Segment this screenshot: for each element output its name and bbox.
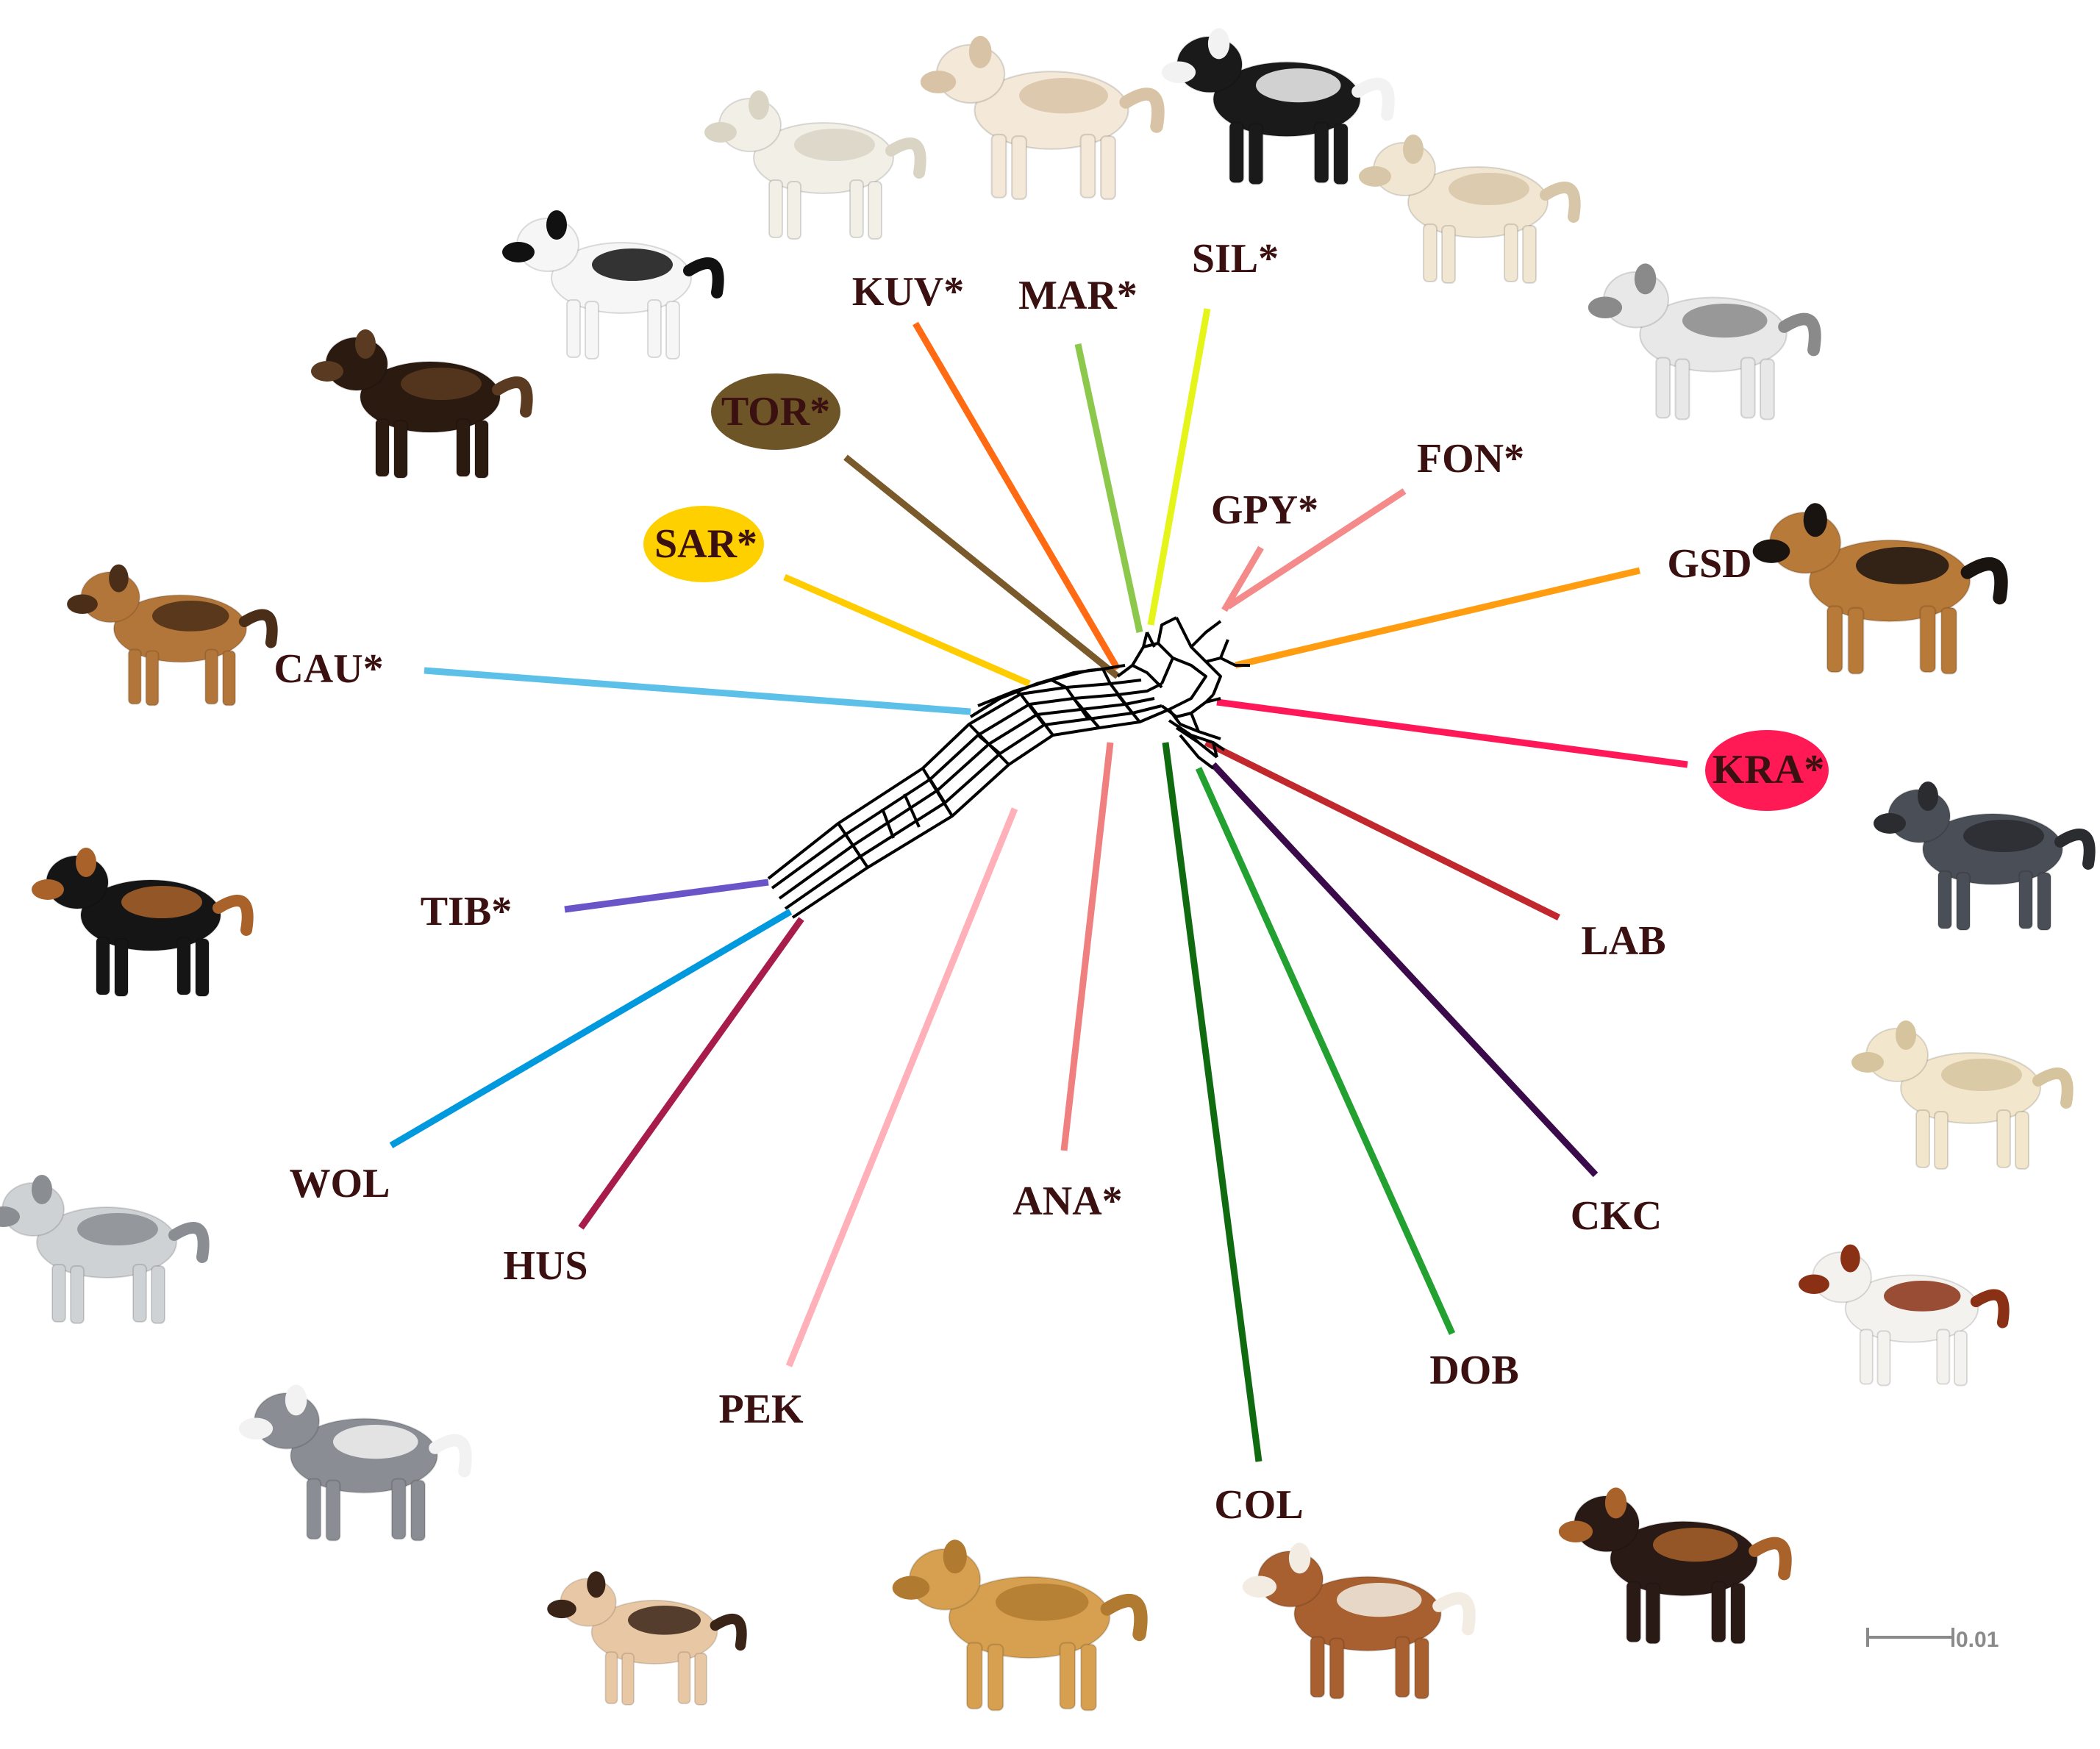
terminal-branches — [389, 308, 1688, 1462]
label-kuv: KUV* — [852, 269, 964, 315]
branch-sar — [783, 573, 1031, 687]
wolf-icon — [0, 1175, 210, 1324]
maremma-dog-icon — [920, 35, 1165, 201]
branch-tor — [843, 454, 1120, 679]
label-sil: SIL* — [1192, 236, 1279, 282]
branch-gpy — [1221, 546, 1264, 612]
rough-collie-icon — [1242, 1542, 1476, 1700]
fonni-sketch-dog-icon — [1588, 263, 1821, 421]
branch-pek — [785, 807, 1018, 1367]
label-cau: CAU* — [274, 646, 383, 692]
labrador-icon — [1851, 1020, 2074, 1170]
label-tor: TOR* — [721, 389, 830, 434]
label-ckc: CKC — [1571, 1193, 1662, 1239]
label-ana: ANA* — [1013, 1178, 1122, 1224]
label-highlight-tor — [711, 373, 840, 450]
label-kra: KRA* — [1713, 747, 1824, 793]
branch-gsd — [1234, 567, 1641, 669]
caucasian-shepherd-icon — [67, 564, 278, 707]
branch-mar — [1074, 343, 1143, 633]
split-network-core — [767, 616, 1250, 919]
tibetan-mastiff-icon — [32, 848, 254, 997]
branch-hus — [578, 917, 804, 1230]
sheepdog-black-white-icon — [1161, 28, 1395, 185]
breed-photos — [0, 28, 2096, 1712]
kuvasz-dog-icon — [1359, 135, 1581, 284]
label-highlights — [643, 373, 1829, 811]
branch-lab — [1204, 739, 1560, 921]
branch-kra — [1216, 698, 1688, 768]
landseer-dog-icon — [502, 210, 724, 360]
label-gsd: GSD — [1667, 541, 1751, 587]
label-tib: TIB* — [421, 889, 512, 934]
scale-bar-label: 0.01 — [1956, 1628, 1999, 1652]
label-hus: HUS — [503, 1243, 588, 1289]
black-long-hair-dog-icon — [311, 329, 533, 479]
label-mar: MAR* — [1018, 273, 1138, 318]
branch-wol — [389, 909, 793, 1148]
breed-labels: KUV* MAR* SIL* GPY* FON* TOR* SAR* GSD CAU* KRA* L… — [274, 236, 1824, 1528]
branch-ana — [1060, 742, 1114, 1151]
karst-shepherd-icon — [1874, 781, 2096, 931]
great-pyrenees-dog-icon — [704, 90, 926, 240]
branch-sil — [1147, 308, 1211, 626]
branch-cau — [424, 667, 971, 715]
german-shepherd-icon — [1752, 503, 2008, 675]
branch-ckc — [1210, 762, 1599, 1178]
branch-col — [1162, 742, 1262, 1462]
cavalier-king-charles-icon — [1799, 1244, 2010, 1387]
label-col: COL — [1214, 1482, 1303, 1528]
husky-icon — [238, 1384, 472, 1542]
branch-fon — [1226, 488, 1407, 609]
branch-kuv — [913, 321, 1121, 671]
dobermann-icon — [1558, 1487, 1792, 1645]
label-pek: PEK — [718, 1387, 804, 1432]
label-highlight-sar — [643, 506, 764, 582]
label-highlight-kra — [1705, 730, 1829, 811]
scale-bar: 0.01 — [1866, 1628, 1999, 1652]
branch-tib — [564, 879, 769, 913]
label-wol: WOL — [290, 1161, 390, 1206]
label-sar: SAR* — [654, 521, 757, 567]
anatolian-shepherd-icon — [892, 1539, 1148, 1712]
label-lab: LAB — [1581, 918, 1665, 964]
pekingese-icon — [547, 1571, 747, 1706]
label-gpy: GPY* — [1211, 487, 1318, 533]
branch-dob — [1195, 767, 1456, 1335]
label-fon: FON* — [1417, 436, 1524, 482]
label-dob: DOB — [1429, 1348, 1518, 1393]
